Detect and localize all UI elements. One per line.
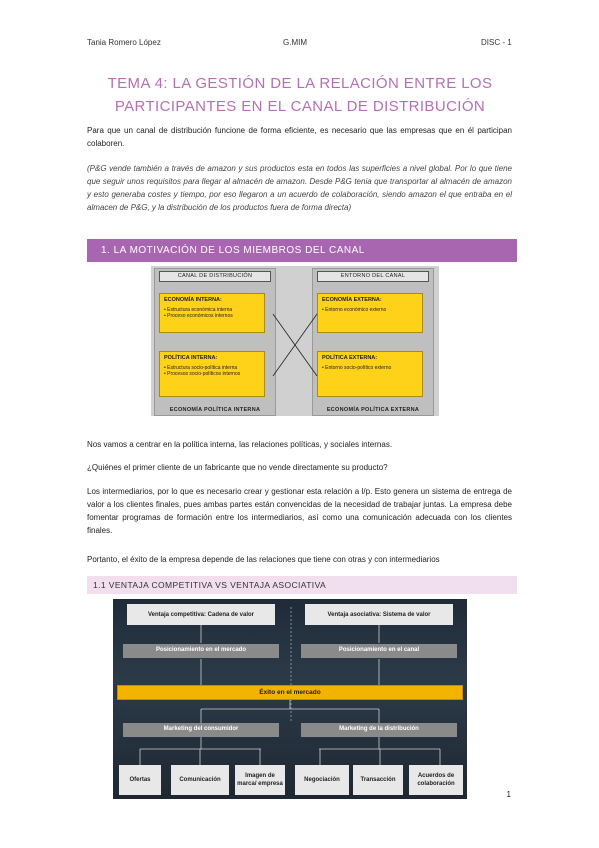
leaf-collaboration-agreements: Acuerdos de colaboración <box>409 765 463 795</box>
right-column-tail: ECONOMÍA POLÍTICA EXTERNA <box>326 407 420 413</box>
distribution-marketing-bar: Marketing de la distribución <box>301 723 457 737</box>
header-course: G.MIM <box>283 38 307 47</box>
paragraph-question: ¿Quiénes el primer cliente de un fabrica… <box>87 463 388 472</box>
left-column-head: CANAL DE DISTRIBUCIÓN <box>159 271 271 282</box>
cross-arrows <box>272 313 318 377</box>
associative-advantage-box: Ventaja asociativa: Sistema de valor <box>305 604 453 625</box>
paragraph-intermediaries: Los intermediarios, por lo que es necesa… <box>87 487 512 535</box>
leaf-transaction: Transacción <box>353 765 403 795</box>
intro-paragraph: Para que un canal de distribución funcio… <box>87 126 512 148</box>
leaf-brand-image: Imagen de marca/ empresa <box>235 765 285 795</box>
channel-positioning-bar: Posicionamiento en el canal <box>301 644 457 658</box>
paragraph-focus: Nos vamos a centrar en la política inter… <box>87 440 393 449</box>
consumer-marketing-bar: Marketing del consumidor <box>123 723 279 737</box>
leaf-negotiation: Negociación <box>295 765 349 795</box>
environment-column: ENTORNO DEL CANAL ECONOMÍA EXTERNA: • En… <box>312 268 434 416</box>
external-politics-box: POLÍTICA EXTERNA: • Entorno socio-políti… <box>317 351 423 397</box>
example-paragraph: (P&G vende también a través de amazon y … <box>87 164 512 212</box>
internal-economy-box: ECONOMÍA INTERNA: • Estructura económica… <box>159 293 265 333</box>
page-title: TEMA 4: LA GESTIÓN DE LA RELACIÓN ENTRE … <box>107 75 493 115</box>
header-author: Tania Romero López <box>87 38 161 47</box>
diagram-connectors <box>139 607 441 765</box>
right-column-head: ENTORNO DEL CANAL <box>317 271 429 282</box>
channel-economy-diagram: CANAL DE DISTRIBUCIÓN ECONOMÍA INTERNA: … <box>151 266 439 416</box>
market-positioning-bar: Posicionamiento en el mercado <box>123 644 279 658</box>
market-success-bar: Éxito en el mercado <box>117 685 463 700</box>
paragraph-conclusion: Portanto, el éxito de la empresa depende… <box>87 555 440 564</box>
left-column-tail: ECONOMÍA POLÍTICA INTERNA <box>169 407 261 413</box>
page-number: 1 <box>506 790 511 799</box>
channel-column: CANAL DE DISTRIBUCIÓN ECONOMÍA INTERNA: … <box>154 268 276 416</box>
section-1-heading: 1. LA MOTIVACIÓN DE LOS MIEMBROS DEL CAN… <box>87 239 517 262</box>
advantage-diagram: Ventaja competitiva: Cadena de valor Ven… <box>113 599 467 799</box>
external-economy-box: ECONOMÍA EXTERNA: • Entorno económico ex… <box>317 293 423 333</box>
header-section: DISC - 1 <box>481 38 512 47</box>
leaf-offers: Ofertas <box>119 765 161 795</box>
leaf-communication: Comunicación <box>171 765 229 795</box>
competitive-advantage-box: Ventaja competitiva: Cadena de valor <box>127 604 275 625</box>
section-1-1-heading: 1.1 VENTAJA COMPETITIVA VS VENTAJA ASOCI… <box>87 576 517 594</box>
internal-politics-box: POLÍTICA INTERNA: • Estructura socio-pol… <box>159 351 265 397</box>
